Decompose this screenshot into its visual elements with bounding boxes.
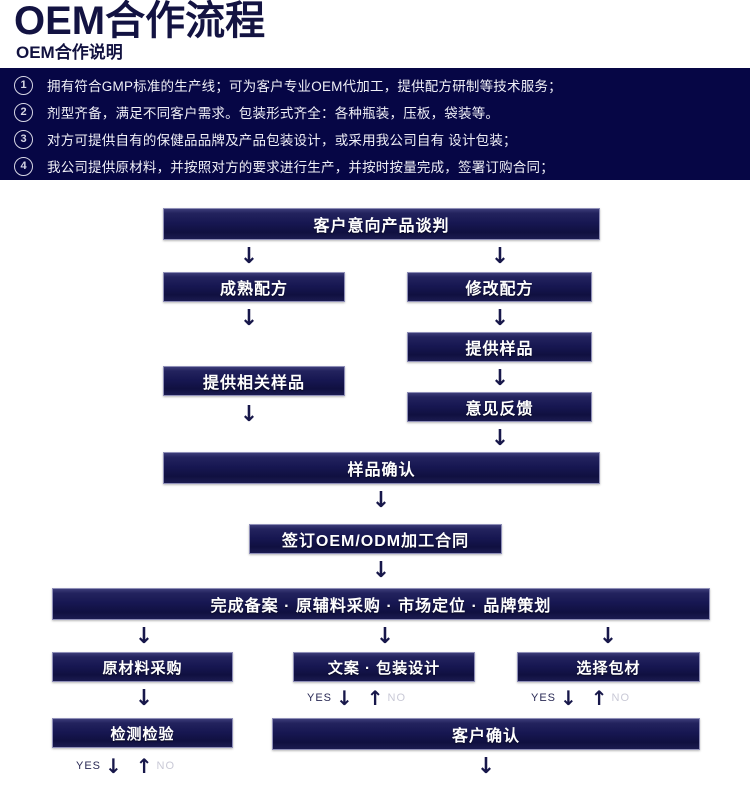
arrow-down-icon: ↓ [239, 402, 259, 427]
flow-box-provide-sample[interactable]: 提供样品 [407, 332, 592, 362]
note-text: 对方可提供自有的保健品品牌及产品包装设计，或采用我公司自有 设计包装； [47, 133, 517, 148]
flow-box-customer-confirm[interactable]: 客户确认 [272, 718, 700, 750]
flowchart: 客户意向产品谈判 ↓ ↓ 成熟配方 修改配方 ↓ ↓ 提供样品 提供相关样品 ↓… [0, 180, 750, 800]
note-number-badge: 2 [14, 102, 33, 122]
flow-box-customer-negotiation[interactable]: 客户意向产品谈判 [163, 208, 600, 240]
no-label: NO [611, 692, 631, 704]
arrow-down-icon: ↓ [134, 624, 154, 649]
arrow-up-icon: ↑ [590, 686, 608, 710]
note-item-3: 3 对方可提供自有的保健品品牌及产品包装设计，或采用我公司自有 设计包装； [14, 128, 517, 150]
arrow-up-icon: ↑ [135, 754, 153, 778]
page-title: OEM合作流程 [14, 0, 266, 43]
arrow-down-icon: ↓ [239, 244, 259, 269]
note-text: 拥有符合GMP标准的生产线；可为客户专业OEM代加工，提供配方研制等技术服务； [47, 79, 562, 94]
flow-box-filing-procurement-positioning-branding[interactable]: 完成备案 · 原辅料采购 · 市场定位 · 品牌策划 [52, 588, 710, 620]
arrow-down-icon: ↓ [134, 686, 154, 711]
yes-label: YES [531, 692, 557, 704]
flow-box-raw-material-purchase[interactable]: 原材料采购 [52, 652, 233, 682]
yes-label: YES [307, 692, 333, 704]
arrow-down-icon: ↓ [490, 244, 510, 269]
arrow-down-icon: ↓ [375, 624, 395, 649]
flow-box-modify-formula[interactable]: 修改配方 [407, 272, 592, 302]
no-label: NO [156, 760, 176, 772]
no-label: NO [387, 692, 407, 704]
flow-box-feedback[interactable]: 意见反馈 [407, 392, 592, 422]
note-number-badge: 1 [14, 75, 33, 95]
arrow-down-icon: ↓ [560, 686, 577, 710]
header: OEM合作流程 OEM合作说明 [0, 0, 750, 68]
note-item-2: 2 剂型齐备，满足不同客户需求。包装形式齐全：各种瓶装，压板，袋装等。 [14, 101, 499, 123]
flow-box-mature-formula[interactable]: 成熟配方 [163, 272, 345, 302]
arrow-down-icon: ↓ [476, 754, 496, 779]
page-subtitle: OEM合作说明 [16, 43, 123, 62]
note-item-1: 1 拥有符合GMP标准的生产线；可为客户专业OEM代加工，提供配方研制等技术服务… [14, 74, 562, 96]
arrow-down-icon: ↓ [490, 426, 510, 451]
arrow-down-icon: ↓ [490, 306, 510, 331]
flow-box-sign-contract[interactable]: 签订OEM/ODM加工合同 [249, 524, 502, 554]
flow-box-copywriting-packaging-design[interactable]: 文案 · 包装设计 [293, 652, 475, 682]
arrow-down-icon: ↓ [371, 488, 391, 513]
note-text: 剂型齐备，满足不同客户需求。包装形式齐全：各种瓶装，压板，袋装等。 [47, 106, 500, 121]
arrow-down-icon: ↓ [239, 306, 259, 331]
note-number-badge: 3 [14, 129, 33, 149]
arrow-down-icon: ↓ [598, 624, 618, 649]
yes-label: YES [76, 760, 102, 772]
note-number-badge: 4 [14, 156, 33, 176]
note-item-4: 4 我公司提供原材料，并按照对方的要求进行生产，并按时按量完成，签署订购合同； [14, 155, 554, 177]
flow-box-sample-confirm[interactable]: 样品确认 [163, 452, 600, 484]
arrow-up-icon: ↑ [366, 686, 384, 710]
arrow-down-icon: ↓ [371, 558, 391, 583]
arrow-down-icon: ↓ [105, 754, 122, 778]
flow-box-select-packaging-material[interactable]: 选择包材 [517, 652, 700, 682]
arrow-down-icon: ↓ [336, 686, 353, 710]
decision-yes-no-copywriting: YES ↓ ↑ NO [307, 688, 406, 708]
decision-yes-no-packaging-material: YES ↓ ↑ NO [531, 688, 630, 708]
notes-banner: 1 拥有符合GMP标准的生产线；可为客户专业OEM代加工，提供配方研制等技术服务… [0, 68, 750, 181]
flow-box-testing-inspection[interactable]: 检测检验 [52, 718, 233, 748]
flow-box-provide-related-sample[interactable]: 提供相关样品 [163, 366, 345, 396]
decision-yes-no-testing: YES ↓ ↑ NO [76, 756, 175, 776]
note-text: 我公司提供原材料，并按照对方的要求进行生产，并按时按量完成，签署订购合同； [47, 160, 554, 175]
arrow-down-icon: ↓ [490, 366, 510, 391]
